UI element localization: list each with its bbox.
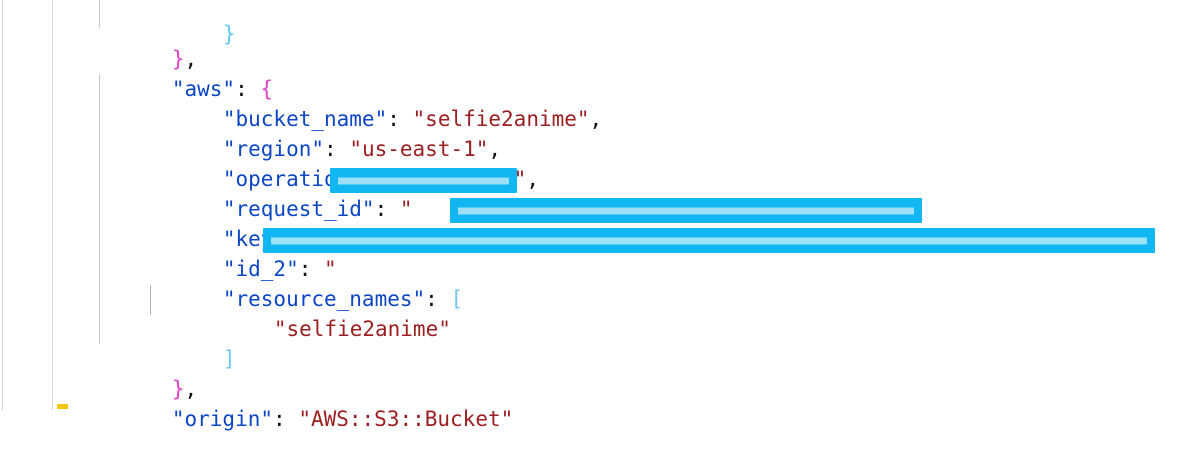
key-aws: "aws" (171, 77, 236, 101)
code-line-aws-close[interactable]: }, (96, 344, 197, 401)
colon: : (387, 107, 413, 131)
colon: : (273, 407, 299, 431)
window-edge-rail (2, 0, 3, 410)
code-line-array-close[interactable]: ] (147, 314, 236, 371)
code-line-resource-value[interactable]: "selfie2anime" (198, 284, 451, 341)
value-resource-name: "selfie2anime" (273, 317, 451, 341)
brace-open: { (260, 77, 274, 101)
gutter-rail (52, 0, 53, 410)
value-bucket-name: "selfie2anime" (412, 107, 590, 131)
brace-close: } (171, 47, 185, 71)
code-line-region[interactable]: "region": "us-east-1", (147, 104, 501, 161)
comma: , (589, 107, 603, 131)
json-code-viewer: } }, "aws": { "bucket_name": "selfie2ani… (0, 0, 1200, 410)
indent-guide-level-3 (150, 285, 151, 315)
code-line-origin[interactable]: "origin": "AWS::S3::Bucket" (96, 374, 513, 431)
key-request-id: "request_id" (222, 197, 375, 221)
quote-open: " (399, 197, 413, 221)
quote-open: " (324, 257, 337, 281)
comma: , (526, 167, 539, 191)
value-region: "us-east-1" (349, 137, 489, 161)
code-content[interactable]: } }, "aws": { "bucket_name": "selfie2ani… (0, 0, 1200, 431)
brace-nested-close: } (222, 22, 236, 46)
key-resource-names: "resource_names" (222, 287, 426, 311)
id-2-redaction[interactable] (263, 228, 1155, 253)
indent-guide-level-1 (99, 0, 100, 28)
value-origin: "AWS::S3::Bucket" (298, 407, 514, 431)
key-origin: "origin" (171, 407, 274, 431)
code-line-id-2-tail[interactable]: ", (1155, 224, 1200, 254)
key-id-2: "id_2" (222, 257, 299, 281)
colon: : (235, 77, 261, 101)
next-line-sliver (57, 404, 68, 409)
code-line-closing-brace[interactable]: }, (96, 14, 197, 71)
brace-close: } (171, 377, 185, 401)
request-id-redaction[interactable] (330, 168, 517, 193)
bracket-close: ] (222, 347, 236, 371)
bracket-open: [ (450, 287, 464, 311)
indent-guide-level-2 (99, 74, 100, 344)
key-redaction[interactable] (450, 198, 922, 223)
comma: , (488, 137, 502, 161)
code-line-closing-brace-nested[interactable]: } (147, 0, 236, 46)
code-line-key-tail[interactable]: .jpg", (922, 194, 1074, 251)
code-line-operation[interactable]: "operation": "PutObject", (147, 134, 539, 191)
colon: : (425, 287, 451, 311)
comma: , (184, 377, 198, 401)
code-line-request-id[interactable]: "request_id": " (147, 164, 413, 221)
code-line-id-2[interactable]: "id_2": " (147, 224, 337, 281)
colon: : (374, 197, 400, 221)
colon: : (324, 137, 350, 161)
code-line-request-id-tail[interactable]: ", (517, 164, 618, 221)
code-line-bucket-name[interactable]: "bucket_name": "selfie2anime", (147, 74, 602, 131)
key-region: "region" (222, 137, 325, 161)
comma: , (184, 47, 198, 71)
code-line-aws-open[interactable]: "aws": { (96, 44, 273, 101)
colon: : (298, 257, 325, 281)
code-line-resource-names[interactable]: "resource_names": [ (147, 254, 463, 311)
key-bucket-name: "bucket_name" (222, 107, 388, 131)
